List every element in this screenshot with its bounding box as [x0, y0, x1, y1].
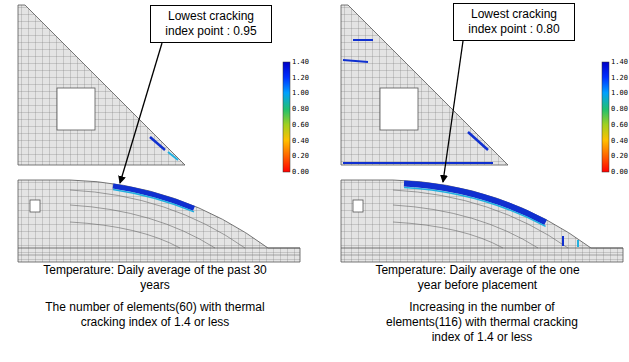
callout-box: Lowest cracking index point : 0.80 [453, 3, 575, 41]
right-model [341, 5, 623, 262]
left-model [18, 5, 300, 262]
caption-result: Increasing in the number of elements(116… [372, 300, 592, 345]
scale-value: 0.80 [611, 105, 628, 113]
scale-value: 1.00 [611, 89, 628, 97]
scale-value: 1.20 [292, 74, 309, 82]
leader-arrow [120, 43, 162, 183]
scale-value: 0.00 [292, 168, 309, 176]
scale-value: 1.20 [611, 74, 628, 82]
scale-value: 0.60 [611, 121, 628, 129]
scale-value: 0.00 [611, 168, 628, 176]
scale-value: 0.40 [292, 137, 309, 145]
scale-value: 0.40 [611, 137, 628, 145]
leader-arrow [443, 41, 463, 182]
caption-condition: Temperature: Daily average of the one ye… [370, 263, 585, 293]
scale-value: 1.40 [611, 58, 628, 66]
caption-result: The number of elements(60) with thermal … [40, 300, 270, 330]
scale-value: 0.20 [611, 152, 628, 160]
callout-box: Lowest cracking index point : 0.95 [150, 5, 272, 43]
scale-value: 0.60 [292, 121, 309, 129]
callout-text: Lowest cracking index point : 0.95 [155, 9, 267, 39]
callout-text: Lowest cracking index point : 0.80 [458, 7, 570, 37]
scale-value: 1.00 [292, 89, 309, 97]
scale-value: 0.80 [292, 105, 309, 113]
scale-value: 1.40 [292, 58, 309, 66]
caption-condition: Temperature: Daily average of the past 3… [40, 263, 270, 293]
scale-value: 0.20 [292, 152, 309, 160]
